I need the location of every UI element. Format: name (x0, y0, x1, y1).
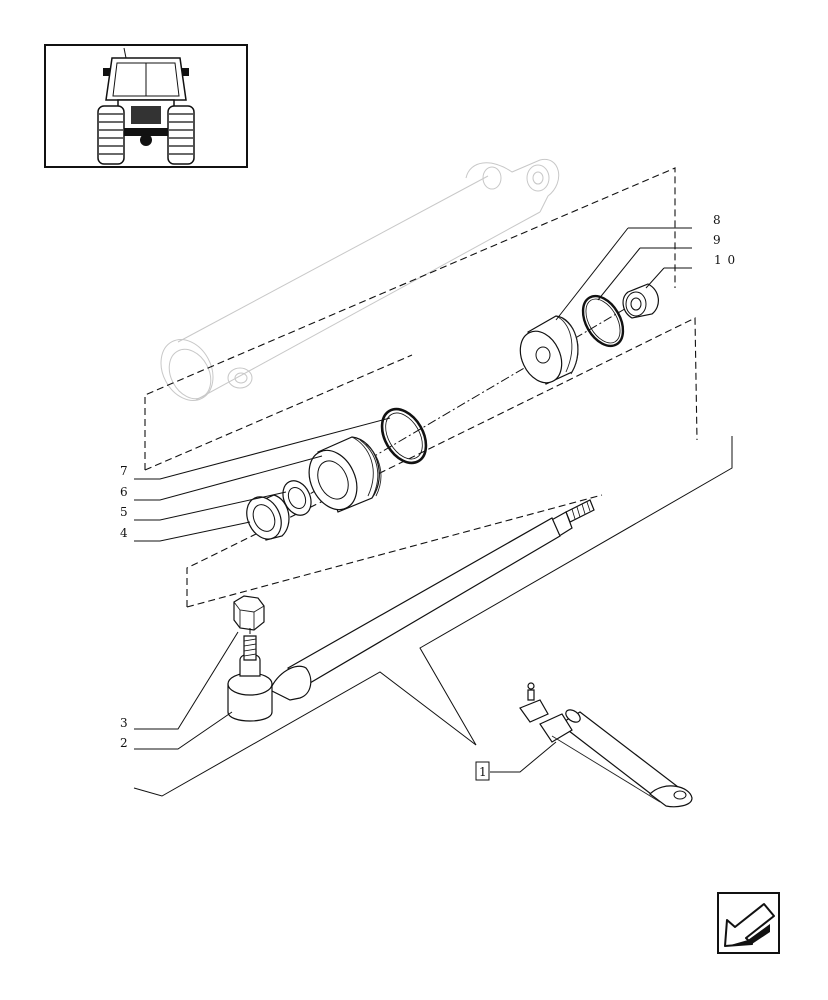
leader-lines (133, 227, 733, 797)
callout-7: 7 (120, 464, 128, 478)
part-6-gland (308, 436, 382, 513)
ghost-cylinder-barrel (160, 158, 560, 401)
callout-10: 1 0 (714, 253, 736, 267)
tractor-thumbnail[interactable] (44, 44, 248, 168)
callout-5: 5 (120, 505, 128, 519)
assembled-cylinder (519, 682, 693, 808)
dashed-boundary-upper (144, 167, 676, 471)
callout-labels: 8 9 1 0 7 6 5 4 3 2 1 (120, 213, 736, 781)
svg-text:1: 1 (479, 765, 487, 779)
callout-6: 6 (120, 485, 128, 499)
callout-2: 2 (120, 736, 128, 750)
tractor-rear-view-icon (97, 47, 195, 165)
part-9-o-ring (581, 294, 625, 348)
assembly-axis (251, 299, 641, 529)
callout-1: 1 (475, 761, 490, 781)
part-5-ring (282, 480, 312, 516)
part-4-seal (246, 494, 290, 541)
callout-3: 3 (120, 716, 128, 730)
piston-rod (269, 499, 595, 701)
callout-9: 9 (713, 233, 721, 247)
arrow-back-left-icon[interactable] (717, 892, 780, 954)
dashed-boundary-lower (186, 317, 698, 608)
part-7-o-ring (380, 407, 428, 465)
part-10-bushing (622, 283, 659, 319)
part-3-nut (233, 595, 265, 631)
part-8-piston (519, 315, 579, 385)
part-2-ball-joint (227, 635, 273, 722)
callout-8: 8 (713, 213, 721, 227)
callout-4: 4 (120, 526, 128, 540)
